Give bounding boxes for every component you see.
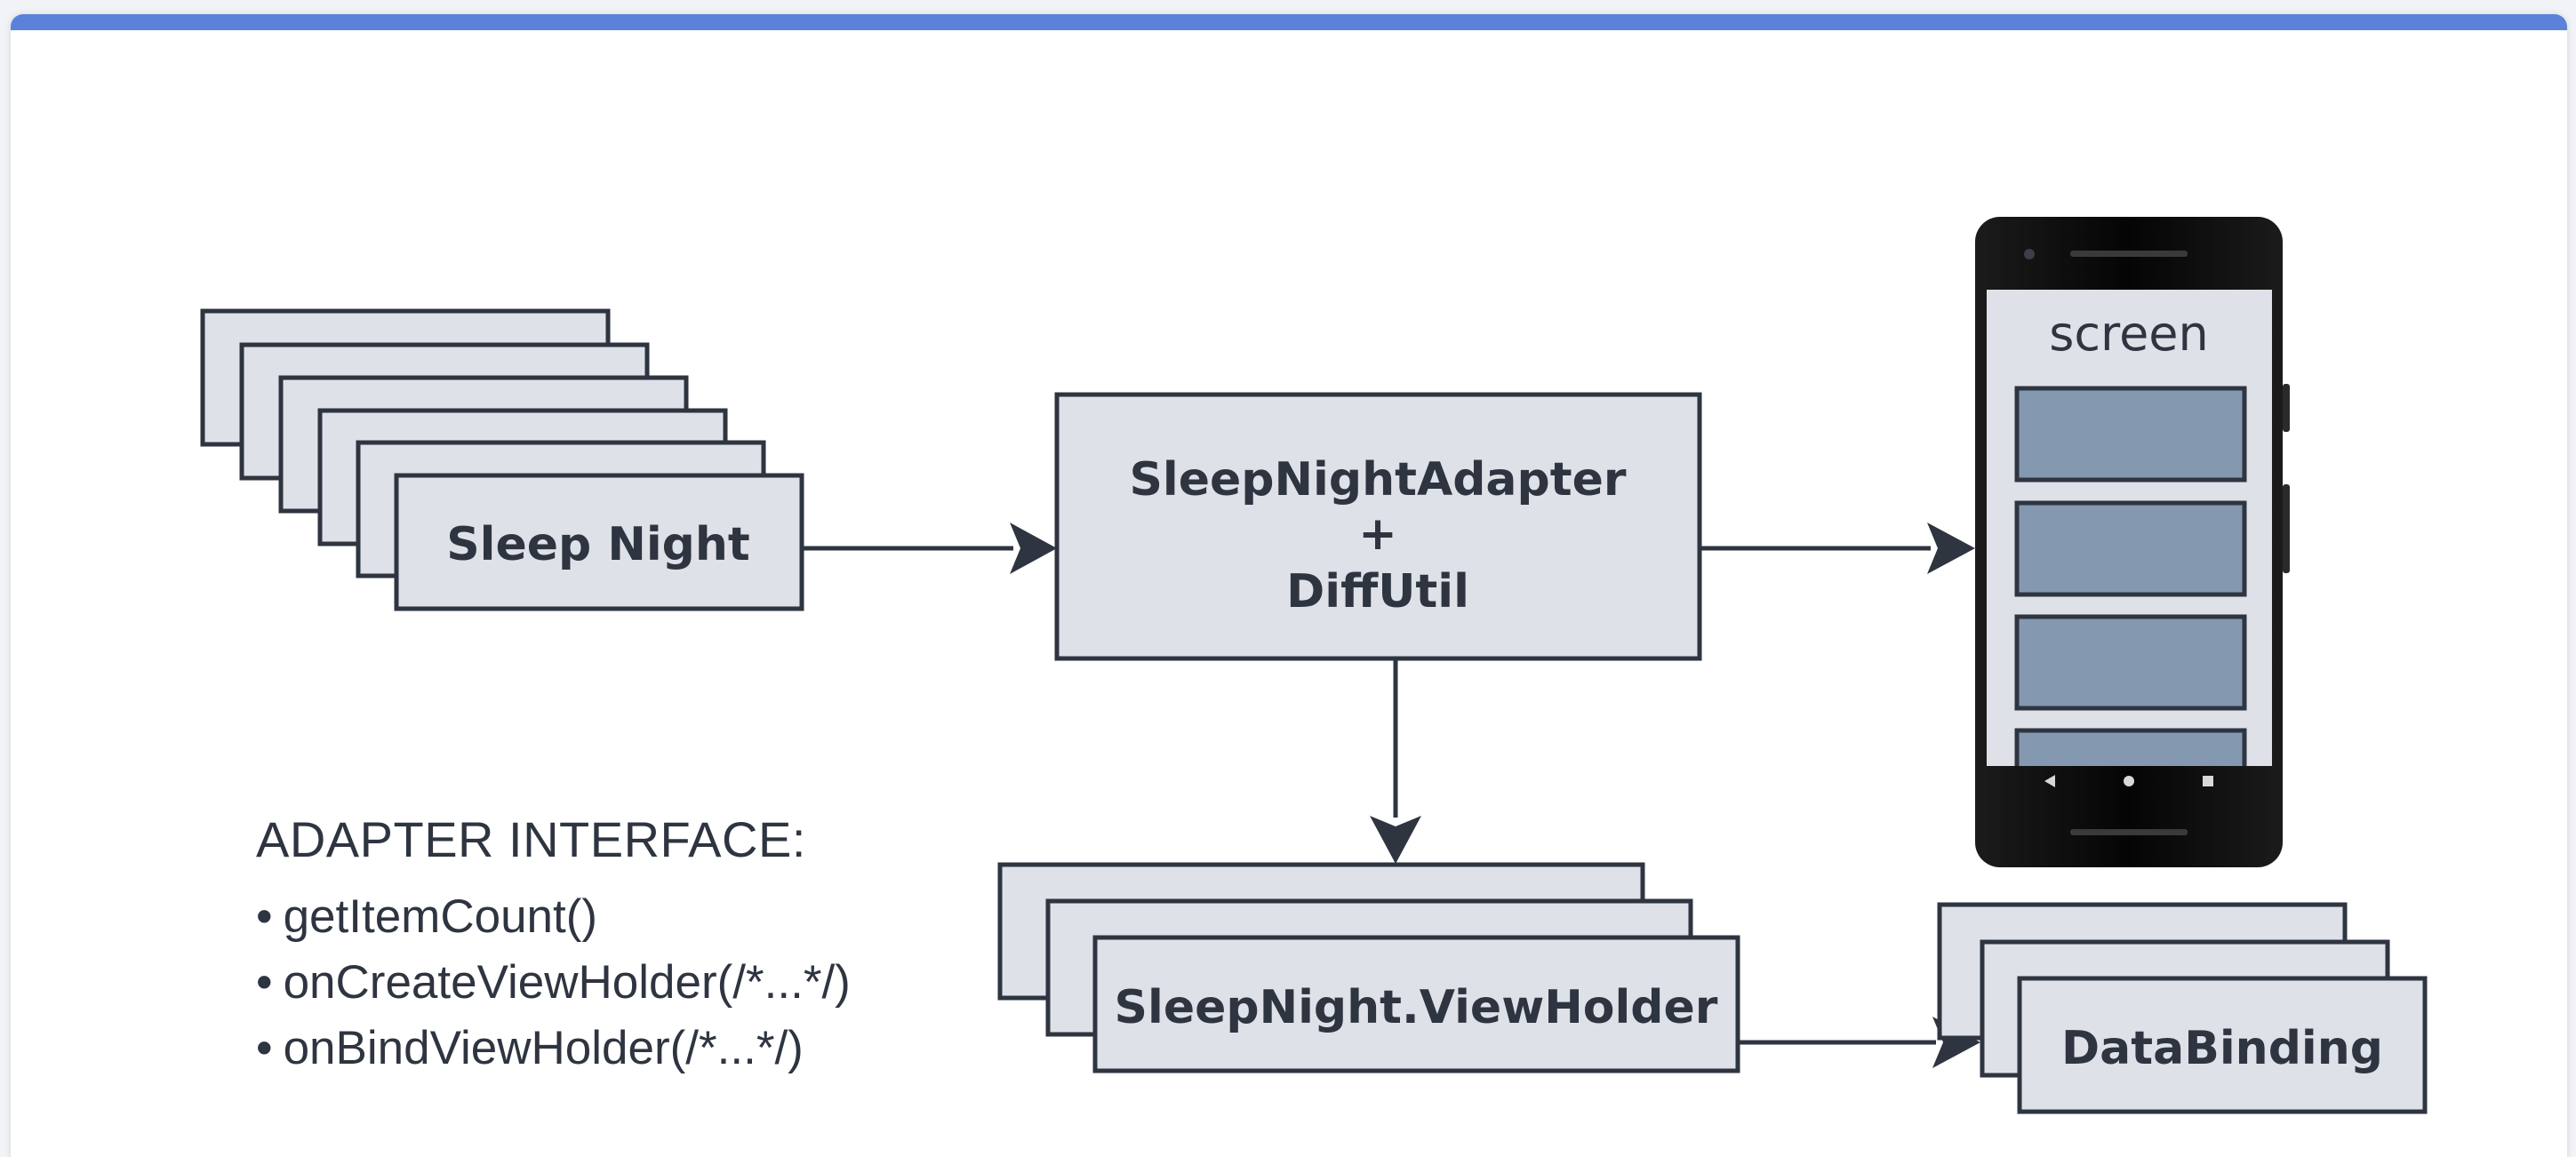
- databinding-label: DataBinding: [2061, 1022, 2383, 1075]
- arrow-adapter-to-viewholder: [1370, 658, 1421, 864]
- phone-volume-button: [2283, 384, 2290, 432]
- arrow-adapter-to-phone: [1700, 523, 1975, 574]
- phone-device: screen: [1975, 217, 2290, 867]
- sleep-night-stack: Sleep Night: [200, 308, 804, 611]
- interface-method: onBindViewHolder(/*...*/): [283, 1022, 804, 1074]
- interface-item-on-create-view-holder: •onCreateViewHolder(/*...*/): [256, 950, 851, 1016]
- interface-item-on-bind-view-holder: •onBindViewHolder(/*...*/): [256, 1016, 851, 1081]
- adapter-label-line2: +: [1358, 507, 1397, 561]
- phone-bottom-speaker: [2070, 829, 2188, 835]
- viewholder-card-front: [1092, 935, 1740, 1073]
- interface-item-get-item-count: •getItemCount(): [256, 884, 851, 950]
- adapter-label-line3: DiffUtil: [1286, 565, 1469, 618]
- adapter-label-line1: SleepNightAdapter: [1129, 453, 1626, 507]
- adapter-interface-title: ADAPTER INTERFACE:: [256, 811, 806, 867]
- nav-back-icon: [2044, 775, 2055, 787]
- sleep-night-card-front: [394, 473, 804, 611]
- adapter-interface-notes: ADAPTER INTERFACE: •getItemCount() •onCr…: [256, 810, 851, 1081]
- adapter-rect: [1054, 392, 1702, 661]
- bullet: •: [256, 1022, 273, 1074]
- bullet: •: [256, 890, 273, 943]
- phone-speaker: [2070, 251, 2188, 257]
- databinding-card-front: [2017, 976, 2428, 1114]
- interface-method: onCreateViewHolder(/*...*/): [283, 956, 851, 1009]
- adapter-box: SleepNightAdapter + DiffUtil: [1054, 392, 1702, 661]
- nav-home-icon: [2124, 776, 2134, 786]
- bullet: •: [256, 956, 273, 1009]
- screen-list-item: [2014, 614, 2247, 711]
- screen-list-item: [2014, 386, 2247, 483]
- viewholder-stack: SleepNight.ViewHolder: [997, 862, 1740, 1073]
- interface-method: getItemCount(): [283, 890, 598, 943]
- viewholder-label: SleepNight.ViewHolder: [1115, 981, 1718, 1034]
- phone-screen-label: screen: [2049, 306, 2209, 362]
- arrow-source-to-adapter: [802, 523, 1057, 574]
- slide-accent-bar: [11, 14, 2567, 30]
- nav-recents-icon: [2203, 776, 2213, 786]
- phone-power-button: [2283, 484, 2290, 573]
- screen-list-item: [2014, 500, 2247, 597]
- sleep-night-label: Sleep Night: [446, 518, 750, 571]
- phone-camera: [2024, 249, 2035, 259]
- screen-list-item-partial: [2014, 728, 2247, 766]
- databinding-stack: DataBinding: [1937, 902, 2428, 1114]
